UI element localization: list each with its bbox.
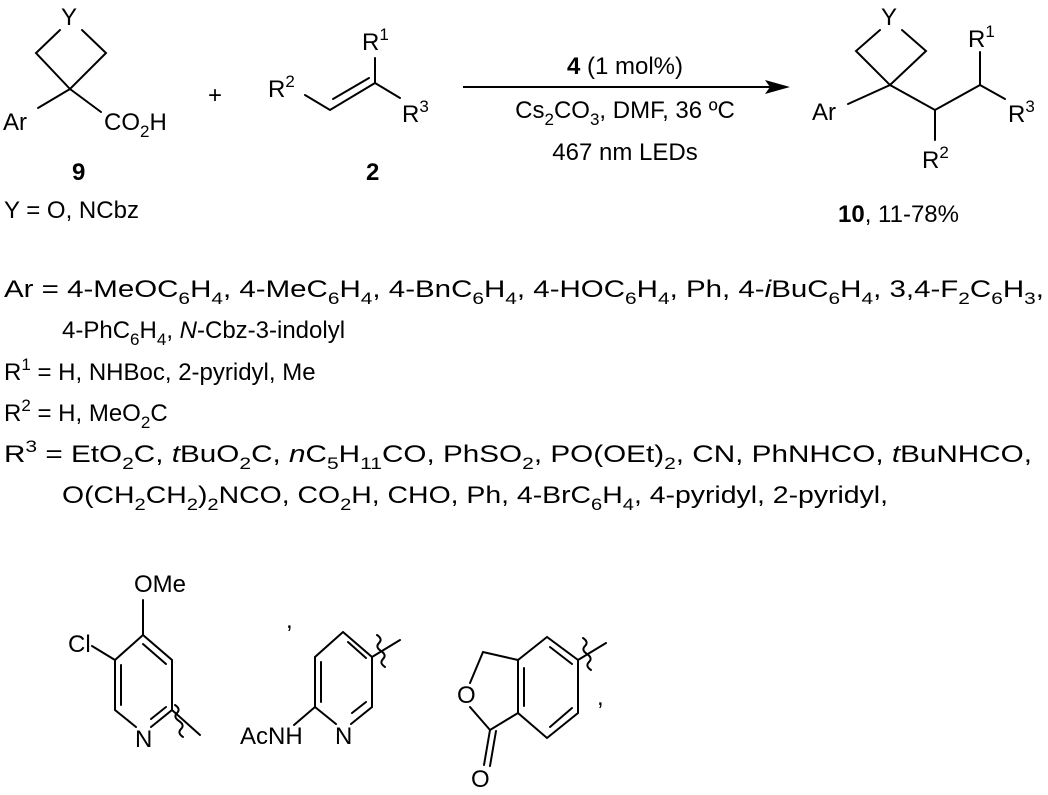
wavy-attachment-icon — [582, 637, 592, 671]
reactant-9-structure: Y Ar CO2H 9 Y = O, NCbz — [3, 4, 167, 224]
r2-definition: R2 = H, MeO2C — [4, 396, 168, 432]
plus-sign: + — [208, 82, 222, 109]
compound-label-9: 9 — [72, 159, 85, 186]
atom-y: Y — [881, 4, 897, 31]
o-ring-label: O — [457, 682, 476, 709]
n-label: N — [335, 723, 352, 750]
ar-definition-cont: 4-PhC6H4, N-Cbz-3-indolyl — [62, 317, 345, 349]
reaction-arrow — [463, 80, 790, 94]
r2-label: R2 — [268, 72, 295, 103]
n-label: N — [135, 726, 152, 753]
y-definition: Y = O, NCbz — [4, 197, 139, 224]
compound-label-10-yield: 10, 11-78% — [838, 201, 959, 228]
condition-light: 467 nm LEDs — [552, 139, 697, 166]
oxetane-ring-bonds — [854, 29, 928, 87]
separator-comma: , — [286, 607, 293, 634]
r1-definition: R1 = H, NHBoc, 2-pyridyl, Me — [4, 355, 316, 386]
r3-structure-chloromethoxypyridyl: OMe Cl N — [68, 571, 201, 753]
bond-acid — [69, 88, 102, 113]
reactant-2-structure: R2 R1 R3 2 — [268, 25, 429, 186]
pyridine-bonds — [91, 599, 201, 736]
compound-label-2: 2 — [366, 159, 379, 186]
o-carbonyl-label: O — [471, 766, 490, 793]
bond-ar — [37, 88, 71, 109]
condition-catalyst: 4 (1 mol%) — [567, 53, 683, 80]
pyridine-bonds — [293, 631, 401, 726]
aryl-label: Ar — [3, 109, 27, 136]
r3-structure-phthalidyl: O O — [457, 635, 607, 793]
atom-y: Y — [61, 4, 77, 31]
alkene-bonds — [304, 57, 401, 112]
chain-bonds — [847, 51, 1006, 141]
oxetane-ring-bonds — [34, 29, 108, 91]
r3-structure-acetamidopyridyl: AcNH N — [240, 631, 401, 750]
r2-label: R2 — [922, 143, 949, 174]
separator-comma: , — [597, 684, 604, 711]
r3-label: R3 — [1008, 97, 1035, 128]
wavy-attachment-icon — [376, 634, 386, 668]
condition-reagents: Cs2CO3, DMF, 36 ºC — [515, 97, 735, 129]
acid-label: CO2H — [104, 109, 167, 141]
wavy-attachment-icon — [174, 704, 184, 738]
ome-label: OMe — [134, 571, 186, 598]
r1-label: R1 — [362, 25, 389, 56]
r3-label: R3 — [402, 97, 429, 128]
r1-label: R1 — [968, 22, 995, 53]
cl-label: Cl — [68, 631, 91, 658]
aryl-label: Ar — [812, 99, 836, 126]
product-10-structure: Y Ar R1 R3 R2 10, 11-78% — [812, 4, 1035, 228]
acnh-label: AcNH — [240, 723, 303, 750]
phthalide-bonds — [469, 635, 607, 767]
